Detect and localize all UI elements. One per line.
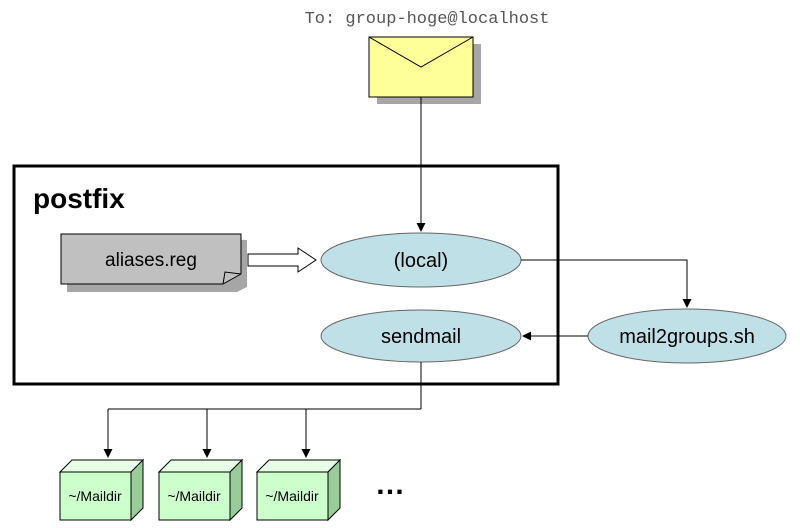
postfix-container (12, 164, 560, 386)
maildir-box: ~/Maildir (157, 458, 244, 522)
maildir-label: ~/Maildir (167, 488, 221, 504)
sendmail-node-label: sendmail (381, 326, 461, 348)
aliases-file-label: aliases.reg (105, 250, 197, 271)
document-body (60, 233, 242, 285)
document-fold (222, 271, 242, 285)
postfix-title: postfix (33, 183, 125, 214)
maildir-box: ~/Maildir (58, 458, 145, 522)
maildir-label: ~/Maildir (68, 488, 122, 504)
local-node-label: (local) (394, 250, 448, 272)
maildir-box: ~/Maildir (255, 458, 342, 522)
to-address-label: To: group-hoge@localhost (305, 10, 550, 29)
maildir-label: ~/Maildir (265, 488, 319, 504)
envelope-flap (368, 36, 474, 68)
envelope-icon (368, 36, 481, 104)
connector-local-to-script (521, 259, 692, 308)
hollow-arrow (247, 247, 317, 273)
aliases-document: aliases.reg (60, 233, 247, 292)
more-maildirs-ellipsis: … (375, 468, 405, 501)
script-node-label: mail2groups.sh (619, 326, 755, 348)
